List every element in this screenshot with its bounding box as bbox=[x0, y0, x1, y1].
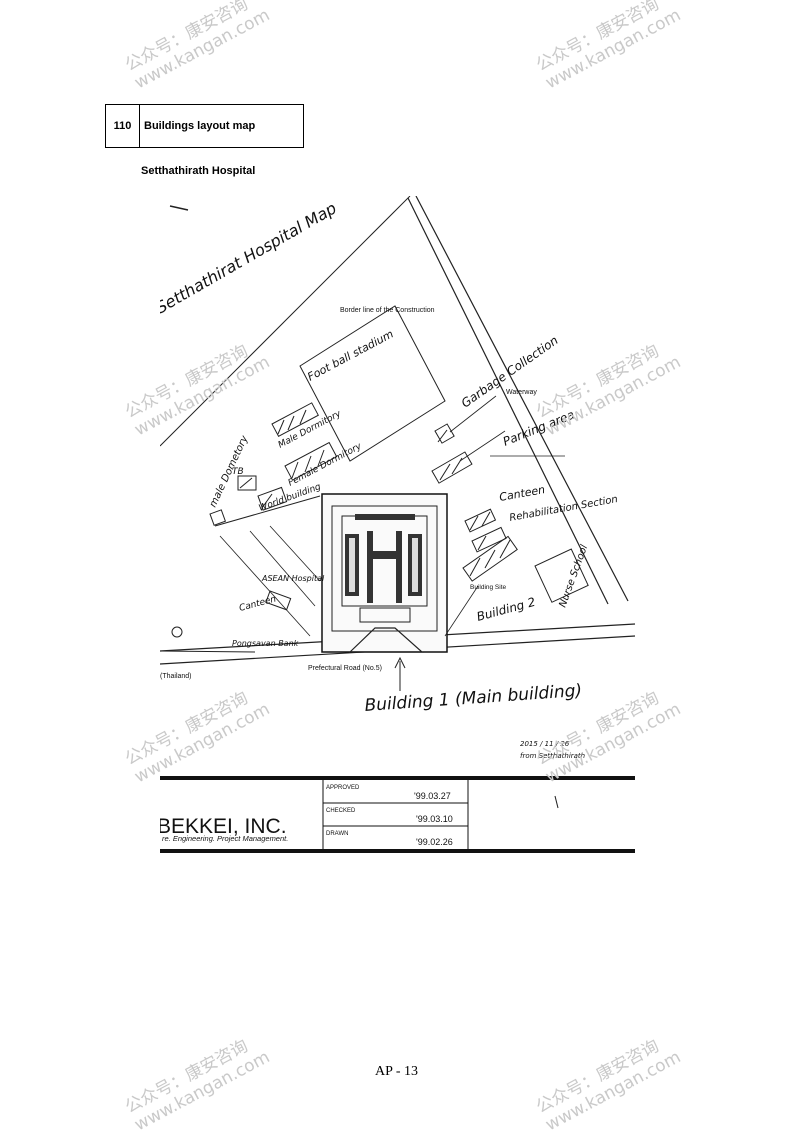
title-block: BEKKEI, INC. re. Engineering. Project Ma… bbox=[160, 776, 635, 853]
section-title: Buildings layout map bbox=[144, 120, 256, 132]
waterway-label: Waterway bbox=[506, 389, 537, 396]
checked-label: CHECKED bbox=[326, 808, 356, 814]
handwritten-map-title: Setthathirat Hospital Map bbox=[160, 198, 340, 317]
bank-label: Pongsavan Bank bbox=[232, 639, 299, 648]
road-left-label: (Thailand) bbox=[160, 673, 192, 680]
road-label: Prefectural Road (No.5) bbox=[308, 665, 382, 672]
checked-date: '99.03.10 bbox=[416, 814, 453, 824]
drawn-label: DRAWN bbox=[326, 831, 348, 837]
tb-label: TB bbox=[232, 467, 244, 477]
hospital-name: Setthathirath Hospital bbox=[141, 165, 256, 177]
border-line-label: Border line of the Construction bbox=[340, 307, 435, 314]
map-drawing: Setthathirat Hospital Map Border line of… bbox=[160, 196, 636, 853]
drawn-date: '99.02.26 bbox=[416, 837, 453, 847]
building1-label: Building 1 (Main building) bbox=[364, 681, 583, 716]
company-tagline: re. Engineering. Project Management. bbox=[162, 834, 288, 843]
canteen2-label: Canteen bbox=[238, 594, 277, 614]
header-box: 110 Buildings layout map bbox=[105, 104, 304, 148]
note-date: 2015 / 11 / 26 bbox=[520, 740, 570, 748]
female-dorm-label: Female Dormitory bbox=[287, 441, 364, 488]
building2-label: Building 2 bbox=[475, 595, 537, 624]
football-label: Foot ball stadium bbox=[305, 327, 395, 383]
parking-label: Parking area bbox=[501, 407, 577, 448]
male-dormitory-label: male Dometory bbox=[208, 433, 251, 509]
canteen-label: Canteen bbox=[498, 483, 546, 504]
note-source: from Setthathirath bbox=[520, 752, 585, 760]
buildings-layout-map: Setthathirat Hospital Map Border line of… bbox=[160, 196, 640, 866]
garbage-label: Garbage Collection bbox=[459, 333, 561, 410]
main-building-plan bbox=[321, 493, 448, 653]
company-name: BEKKEI, INC. bbox=[160, 815, 287, 838]
section-number: 110 bbox=[106, 105, 140, 147]
building-site-label: Building Site bbox=[470, 584, 507, 591]
asean-label: ASEAN Hospital bbox=[261, 574, 325, 583]
approved-date: '99.03.27 bbox=[414, 791, 451, 801]
approved-label: APPROVED bbox=[326, 785, 360, 791]
page-number: AP - 13 bbox=[374, 1064, 419, 1079]
